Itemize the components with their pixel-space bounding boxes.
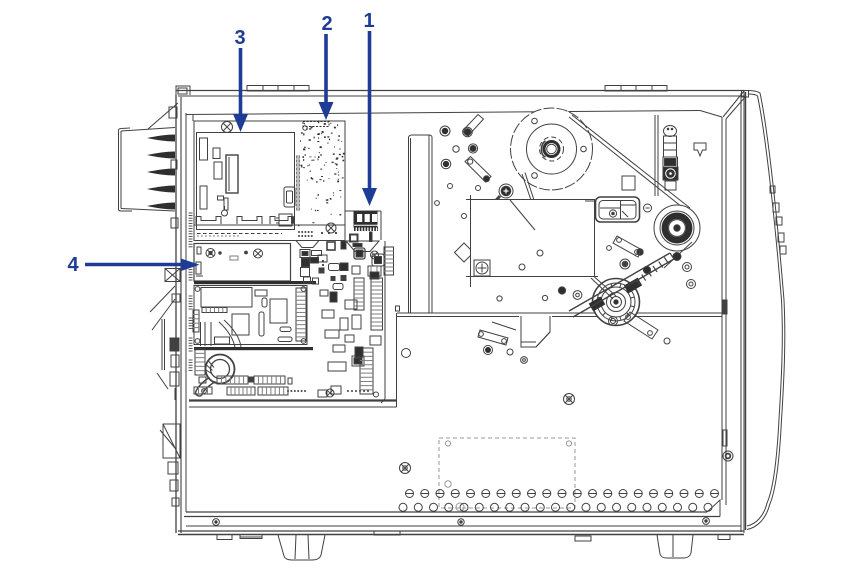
svg-text:1: 1 — [363, 10, 374, 32]
svg-text:3: 3 — [234, 27, 245, 49]
svg-text:2: 2 — [321, 13, 332, 35]
svg-text:4: 4 — [67, 254, 79, 276]
